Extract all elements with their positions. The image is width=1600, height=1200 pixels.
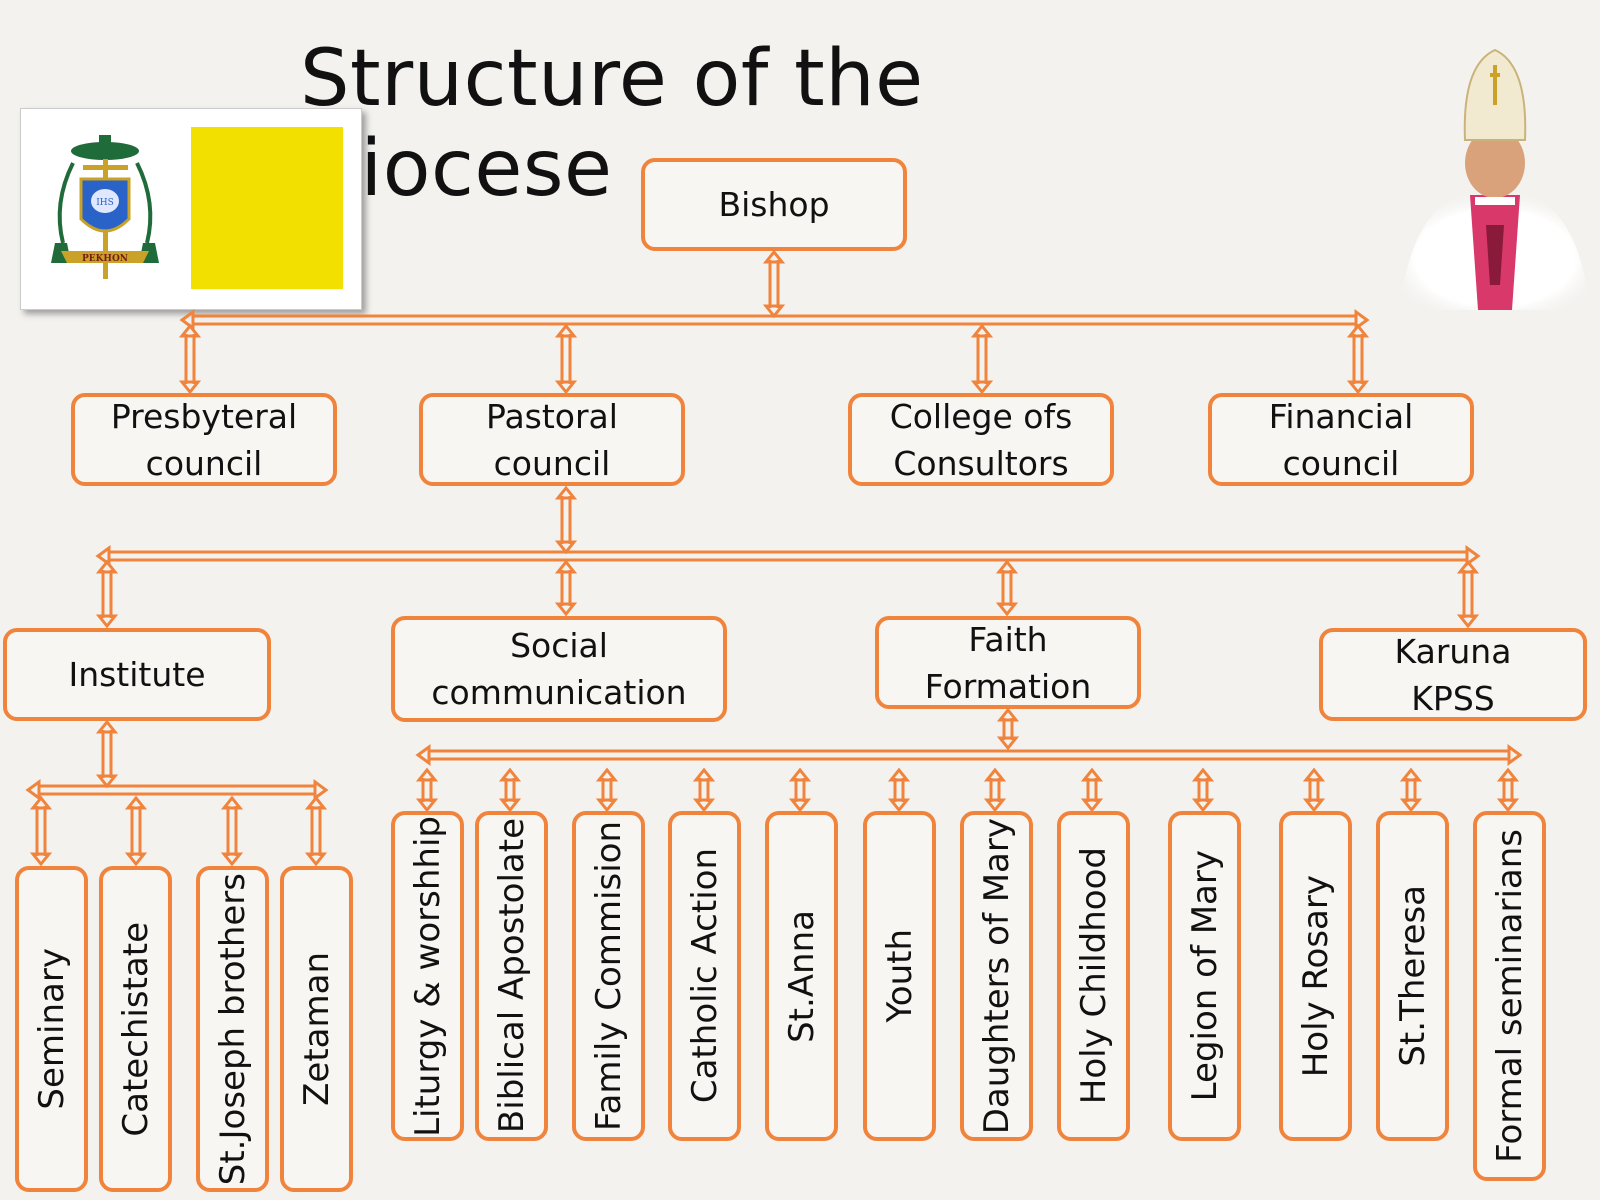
ministry-holy-childhood: Holy Childhood [1057,811,1130,1141]
institute-catechistate-label: Catechistate [115,921,156,1137]
emblem-motto: PEKHON [82,254,128,264]
institute-zetaman: Zetaman [280,866,353,1192]
institute-seminary: Seminary [15,866,88,1192]
ministry-st-theresa-label: St.Theresa [1392,885,1433,1067]
council-college-of-consultors: College ofs Consultors [848,393,1114,486]
council-financial: Financial council [1208,393,1474,486]
ministry-st-theresa: St.Theresa [1376,811,1449,1141]
ministry-legion-of-mary: Legion of Mary [1168,811,1241,1141]
ministry-formal-seminarians-label: Formal seminarians [1489,829,1530,1163]
ministry-family-commision-label: Family Commision [588,821,629,1131]
institute-st-joseph-brothers-label: St.Joseph brothers [212,872,253,1186]
flag-yellow-field [191,127,343,289]
ministry-biblical-apostolate-label: Biblical Apostolate [491,818,532,1134]
council-pastoral: Pastoral council [419,393,685,486]
ministry-family-commision: Family Commision [572,811,645,1141]
ministry-st-anna: St.Anna [765,811,838,1141]
coat-of-arms-icon: IHS PEKHON [51,135,159,279]
ministry-holy-rosary: Holy Rosary [1279,811,1352,1141]
bishop-box: Bishop [641,158,907,251]
ministry-legion-of-mary-label: Legion of Mary [1184,850,1225,1102]
ministry-youth-label: Youth [879,929,920,1023]
ministry-daughters-of-mary-label: Daughters of Mary [976,817,1017,1135]
commission-faith-formation: Faith Formation [875,616,1141,709]
commission-social-communication: Social communication [391,616,727,722]
ministry-daughters-of-mary: Daughters of Mary [960,811,1033,1141]
commission-institute: Institute [3,628,271,721]
council-presbyteral: Presbyteral council [71,393,337,486]
bishop-label: Bishop [718,185,830,224]
bishop-photo [1400,48,1590,310]
ministry-holy-rosary-label: Holy Rosary [1295,874,1336,1078]
ministry-holy-childhood-label: Holy Childhood [1073,847,1114,1105]
ministry-catholic-action: Catholic Action [668,811,741,1141]
commission-karuna-kpss: Karuna KPSS [1319,628,1587,721]
ministry-catholic-action-label: Catholic Action [684,848,725,1104]
emblem-shield-text: IHS [96,198,114,208]
institute-catechistate: Catechistate [99,866,172,1192]
diocese-flag: IHS PEKHON [20,108,362,310]
ministry-biblical-apostolate: Biblical Apostolate [475,811,548,1141]
institute-seminary-label: Seminary [31,948,72,1110]
institute-zetaman-label: Zetaman [296,952,337,1106]
ministry-youth: Youth [863,811,936,1141]
ministry-st-anna-label: St.Anna [781,909,822,1043]
ministry-liturgy-worship-label: Liturgy & worshhip [407,815,448,1137]
ministry-liturgy-worship: Liturgy & worshhip [391,811,464,1141]
ministry-formal-seminarians: Formal seminarians [1473,811,1546,1181]
institute-st-joseph-brothers: St.Joseph brothers [196,866,269,1192]
